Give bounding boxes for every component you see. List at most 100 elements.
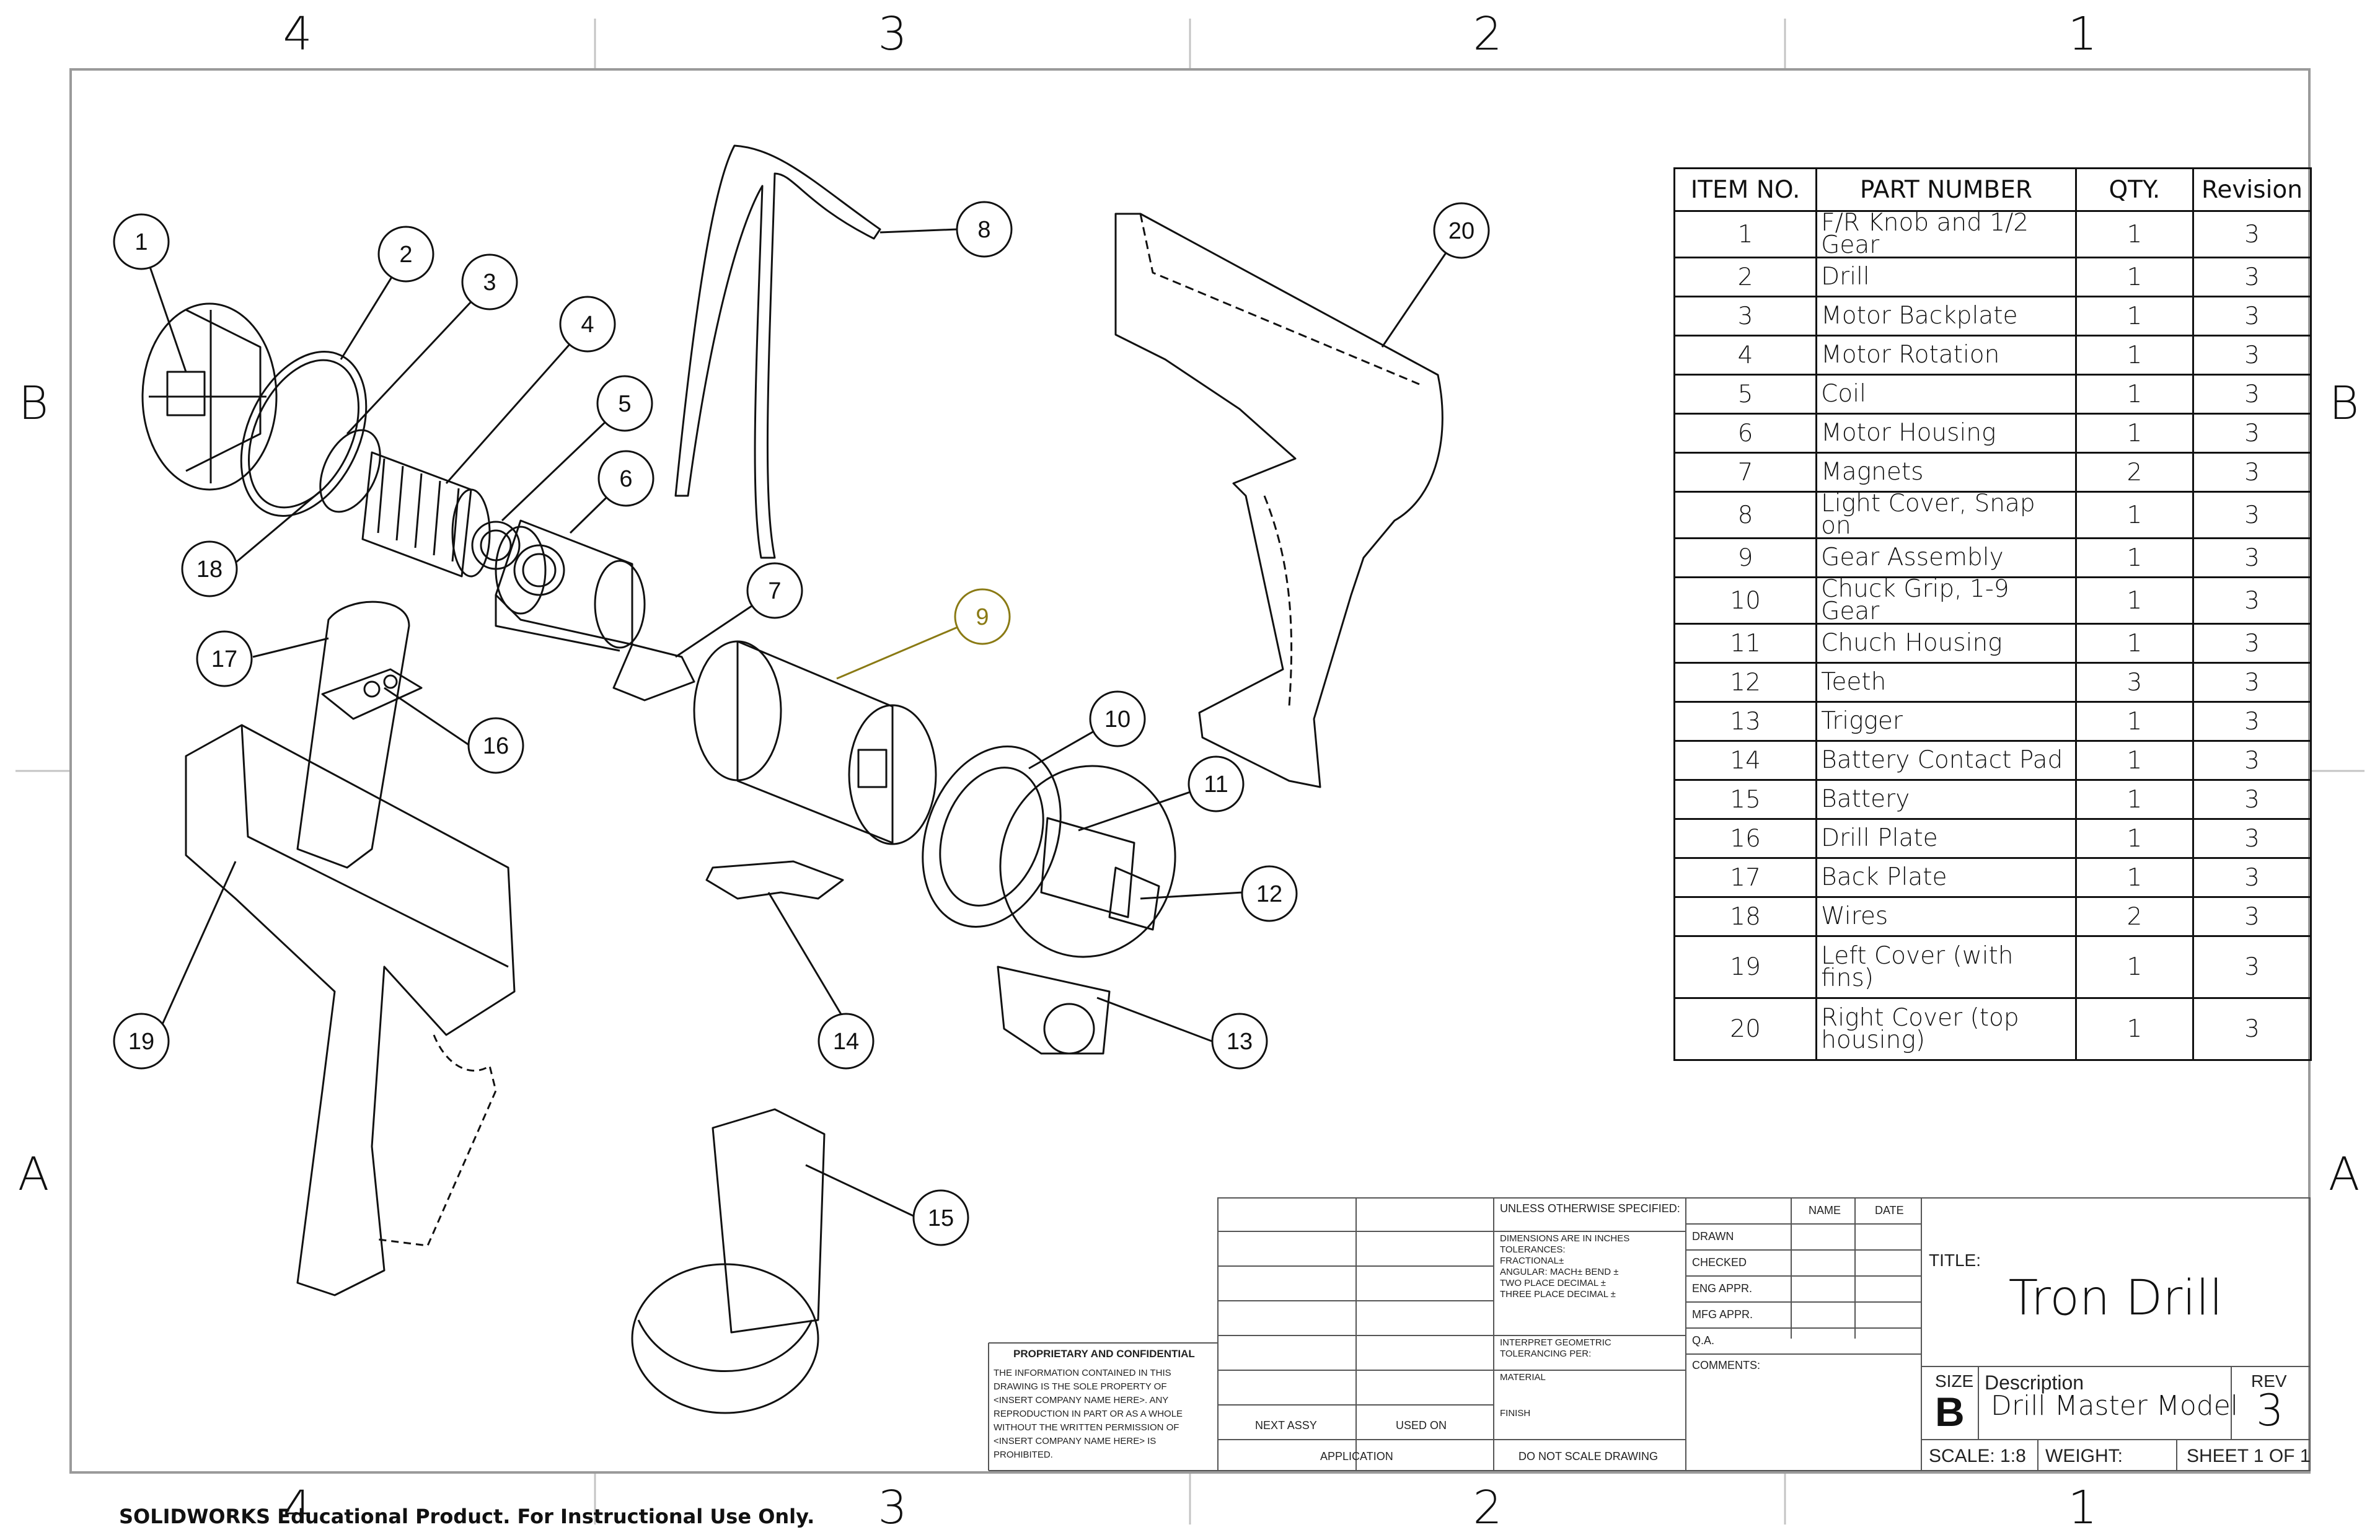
bom-cell-item-no: 6 (1673, 413, 1818, 454)
bom-cell-qty: 1 (2074, 740, 2195, 781)
tb-title: Tron Drill (2008, 1270, 2223, 1326)
bom-cell-item-no: 20 (1673, 997, 1818, 1061)
bom-cell-item-no: 7 (1673, 452, 1818, 493)
bom-cell-revision: 3 (2192, 210, 2312, 258)
zone-label-bottom-2: 2 (1473, 1481, 1502, 1534)
bom-cell-part-number: Right Cover (top housing) (1815, 997, 2077, 1061)
tb-interpret-2: TOLERANCING PER: (1500, 1349, 1592, 1359)
balloon-19: 19 (113, 1013, 170, 1070)
balloon-10: 10 (1089, 690, 1146, 747)
part-magnets (612, 643, 695, 702)
bom-cell-qty: 1 (2074, 935, 2195, 999)
leader-15 (805, 1164, 918, 1219)
part-chuck-grip (922, 746, 1062, 928)
tb-mfg-appr: MFG APPR. (1692, 1308, 1753, 1321)
svg-text:11: 11 (1204, 772, 1228, 798)
zone-label-right-A: A (2328, 1148, 2360, 1201)
part-chuck-housing (999, 765, 1176, 958)
leader-14 (767, 892, 847, 1023)
balloon-13: 13 (1211, 1013, 1268, 1070)
bom-cell-qty: 1 (2074, 537, 2195, 578)
bom-cell-revision: 3 (2192, 818, 2312, 859)
balloon-20: 20 (1433, 202, 1490, 259)
tb-qa: Q.A. (1692, 1334, 1715, 1347)
bom-cell-revision: 3 (2192, 576, 2312, 625)
svg-text:18: 18 (196, 557, 223, 583)
svg-text:20: 20 (1448, 218, 1474, 244)
tb-finish: FINISH (1500, 1408, 1531, 1419)
bom-cell-qty: 1 (2074, 779, 2195, 820)
balloon-8: 8 (956, 201, 1013, 258)
bom-cell-qty: 1 (2074, 210, 2195, 258)
part-back-plate (296, 601, 410, 869)
svg-text:3: 3 (483, 270, 496, 296)
bom-cell-revision: 3 (2192, 935, 2312, 999)
balloon-18: 18 (181, 540, 238, 597)
bom-cell-item-no: 2 (1673, 257, 1818, 297)
bom-cell-item-no: 16 (1673, 818, 1818, 859)
leader-8 (879, 228, 958, 234)
bom-header-qty: QTY. (2074, 167, 2195, 212)
bom-cell-qty: 1 (2074, 997, 2195, 1061)
tb-rev-label: REV (2251, 1371, 2287, 1391)
bom-cell-part-number: Coil (1815, 374, 2077, 415)
bom-cell-item-no: 9 (1673, 537, 1818, 578)
balloon-5: 5 (596, 375, 653, 432)
part-motor-housing (495, 519, 646, 652)
bom-cell-revision: 3 (2192, 413, 2312, 454)
tb-weight: WEIGHT: (2045, 1446, 2123, 1466)
leader-17 (252, 637, 329, 658)
zone-label-bottom-1: 1 (2068, 1481, 2097, 1534)
tb-unless-specified: UNLESS OTHERWISE SPECIFIED: (1500, 1202, 1680, 1215)
bom-cell-qty: 3 (2074, 662, 2195, 703)
part-drill-ring (240, 351, 368, 517)
balloon-11: 11 (1188, 755, 1245, 812)
bom-cell-part-number: Gear Assembly (1815, 537, 2077, 578)
tb-comments: COMMENTS: (1692, 1359, 1760, 1371)
bom-cell-revision: 3 (2192, 662, 2312, 703)
bom-cell-part-number: Motor Backplate (1815, 296, 2077, 337)
bom-cell-part-number: Battery Contact Pad (1815, 740, 2077, 781)
bom-cell-part-number: F/R Knob and 1/2 Gear (1815, 210, 2077, 258)
tb-proprietary-line-4: REPRODUCTION IN PART OR AS A WHOLE (994, 1409, 1183, 1419)
bom-cell-part-number: Battery (1815, 779, 2077, 820)
tb-date-header: DATE (1875, 1204, 1904, 1217)
bom-cell-qty: 1 (2074, 413, 2195, 454)
part-gear-assembly (693, 640, 937, 845)
tb-drawn: DRAWN (1692, 1230, 1734, 1243)
tb-dims-line-4: ANGULAR: MACH± BEND ± (1500, 1267, 1619, 1277)
tb-proprietary-line-1: THE INFORMATION CONTAINED IN THIS (994, 1368, 1171, 1378)
balloon-7: 7 (746, 562, 803, 619)
bom-cell-revision: 3 (2192, 701, 2312, 742)
balloon-9: 9 (954, 588, 1011, 645)
part-light-cover (674, 144, 881, 559)
tb-dims-line-2: TOLERANCES: (1500, 1244, 1566, 1255)
zone-label-top-1: 1 (2068, 7, 2097, 61)
part-motor-backplate (319, 429, 381, 513)
bom-cell-item-no: 11 (1673, 623, 1818, 664)
tb-description: Drill Master Model (1991, 1390, 2238, 1422)
tb-size: B (1935, 1389, 1965, 1435)
bom-header-part-number: PART NUMBER (1815, 167, 2077, 212)
tb-sheet: SHEET 1 OF 1 (2187, 1446, 2311, 1466)
bom-cell-qty: 1 (2074, 623, 2195, 664)
svg-text:9: 9 (976, 604, 989, 630)
bom-header-item-no: ITEM NO. (1673, 167, 1818, 212)
tb-proprietary-line-7: PROHIBITED. (994, 1450, 1053, 1460)
svg-text:4: 4 (581, 312, 594, 338)
zone-label-top-3: 3 (878, 7, 907, 61)
tb-proprietary-line-6: <INSERT COMPANY NAME HERE> IS (994, 1436, 1157, 1446)
bom-cell-qty: 1 (2074, 818, 2195, 859)
leader-20 (1381, 250, 1448, 348)
svg-text:19: 19 (128, 1029, 154, 1055)
bom-cell-part-number: Drill (1815, 257, 2077, 297)
bom-cell-qty: 1 (2074, 491, 2195, 539)
